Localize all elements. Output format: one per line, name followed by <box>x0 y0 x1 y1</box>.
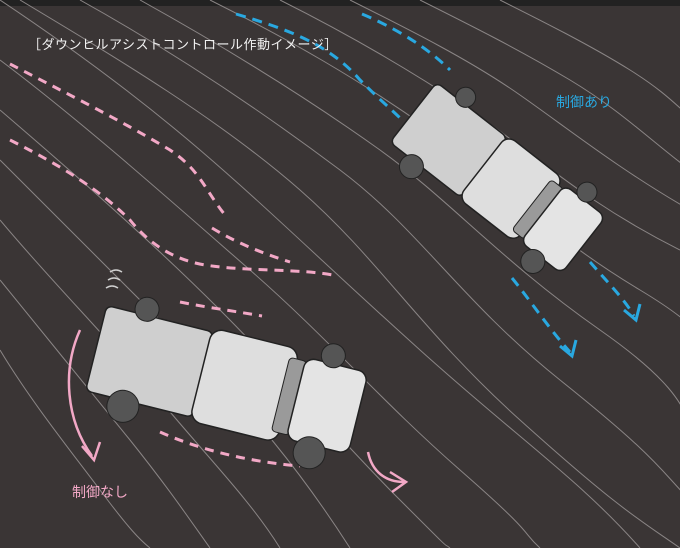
wheel-icon <box>455 86 477 108</box>
top-photo-strip <box>0 0 680 6</box>
wheel-icon <box>576 181 598 203</box>
truck-without-control <box>86 296 367 470</box>
blue-path-lower <box>510 277 572 354</box>
arrowhead-icon <box>623 303 642 323</box>
contour-line <box>0 279 211 548</box>
contour-line <box>0 349 151 548</box>
blue-path-upper <box>235 12 402 120</box>
blue-path-upper-2 <box>361 12 452 72</box>
contour-line <box>79 0 680 491</box>
contour-line <box>499 0 680 109</box>
contour-line <box>19 0 680 548</box>
pink-path-3 <box>211 226 291 264</box>
diagram-caption: ［ダウンヒルアシストコントロール作動イメージ］ <box>28 38 338 53</box>
wheel-icon <box>292 436 326 470</box>
blue-arrowheads <box>559 303 642 359</box>
label-without-control: 制御なし <box>72 485 128 501</box>
contour-line <box>209 0 680 318</box>
arrowhead-icon <box>81 441 102 463</box>
pink-swerve-arrows <box>67 329 409 494</box>
contour-line <box>349 0 680 205</box>
contour-line <box>0 59 541 548</box>
pink-path-5 <box>159 430 301 468</box>
swerve-exit <box>366 451 405 484</box>
label-with-control: 制御あり <box>556 95 612 111</box>
pink-path-4 <box>179 300 263 318</box>
wheel-icon <box>106 389 140 423</box>
contour-line <box>0 0 641 548</box>
skid-marks-icon <box>105 269 123 289</box>
contour-line <box>0 109 451 548</box>
truck-with-control <box>391 84 604 274</box>
path-without-control <box>9 62 339 468</box>
path-with-control <box>235 12 636 354</box>
wheel-icon <box>520 248 546 274</box>
pink-path-2 <box>9 138 339 278</box>
contour-line <box>139 0 680 405</box>
blue-path-lower-2 <box>588 261 636 317</box>
arrowhead-icon <box>559 339 578 359</box>
wheel-icon <box>398 154 424 180</box>
swerve-arc <box>67 329 94 457</box>
wheel-icon <box>134 296 160 322</box>
contour-line <box>419 0 680 163</box>
arrowhead-icon <box>389 470 409 494</box>
pink-path-1 <box>9 62 227 216</box>
wheel-icon <box>320 343 346 369</box>
